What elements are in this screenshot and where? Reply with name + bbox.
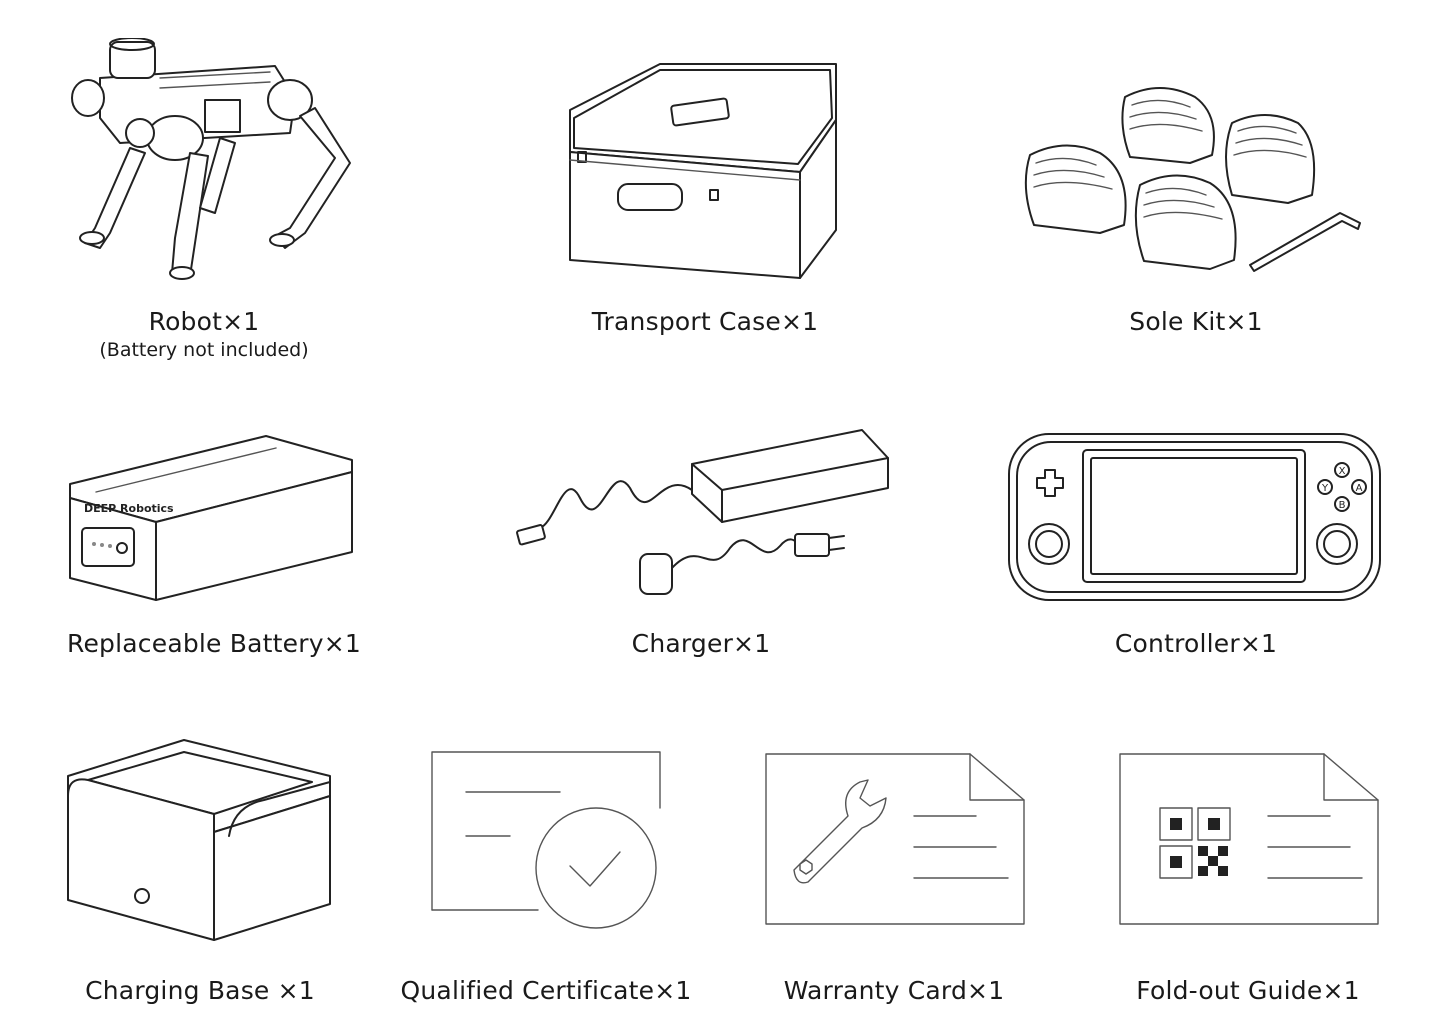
- button-b-label: B: [1339, 500, 1346, 511]
- fold-out-guide-label: Fold-out Guide×1: [1136, 976, 1360, 1005]
- qualified-certificate-illustration: [428, 748, 664, 932]
- transport-case-label: Transport Case×1: [591, 307, 819, 336]
- transport-case-illustration: [560, 60, 842, 282]
- button-x-label: X: [1339, 466, 1346, 477]
- replaceable-battery-illustration: DEEP Robotics: [66, 432, 356, 604]
- sole-kit-illustration: [1020, 85, 1370, 285]
- button-y-label: Y: [1321, 483, 1329, 494]
- replaceable-battery-label: Replaceable Battery×1: [67, 629, 361, 658]
- charger-label: Charger×1: [631, 629, 771, 658]
- qualified-certificate-label: Qualified Certificate×1: [400, 976, 692, 1005]
- button-a-label: A: [1356, 483, 1363, 494]
- robot-illustration: [60, 38, 360, 283]
- robot-label: Robot×1: [148, 307, 260, 336]
- robot-sublabel: (Battery not included): [99, 339, 309, 361]
- battery-brand: DEEP Robotics: [84, 502, 174, 515]
- charging-base-label: Charging Base ×1: [85, 976, 315, 1005]
- controller-illustration: X Y A B: [1007, 432, 1382, 602]
- warranty-card-label: Warranty Card×1: [783, 976, 1005, 1005]
- warranty-card-illustration: [764, 752, 1026, 928]
- sole-kit-label: Sole Kit×1: [1129, 307, 1263, 336]
- charger-illustration: [510, 428, 895, 606]
- fold-out-guide-illustration: [1118, 752, 1380, 928]
- charging-base-illustration: [64, 736, 336, 944]
- controller-label: Controller×1: [1114, 629, 1278, 658]
